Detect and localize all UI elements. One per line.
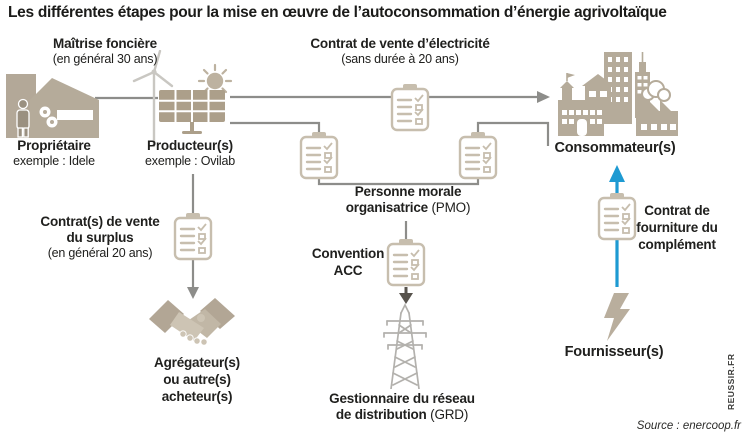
label-producteur: Producteur(s) (147, 138, 233, 153)
label-grd-1: Gestionnaire du réseau (329, 391, 475, 406)
label-pmo-2: organisatrice (PMO) (346, 200, 471, 215)
city-icon (558, 52, 678, 136)
link-producteur-pmo (230, 121, 321, 132)
label-convention-2: ACC (333, 263, 363, 278)
pmo-bracket (317, 179, 480, 186)
label-complement-2: fourniture du (636, 220, 718, 235)
arrow-right-icon (537, 91, 550, 103)
arrow-up-blue-icon (609, 165, 625, 182)
label-pmo-2-suffix: (PMO) (431, 200, 471, 215)
label-complement-1: Contrat de (644, 203, 710, 218)
label-grd-2-suffix: (GRD) (430, 407, 469, 422)
brand-reussir: REUSSIR.FR (726, 353, 736, 410)
label-convention-1: Convention (311, 246, 385, 261)
page-title: Les différentes étapes pour la mise en œ… (8, 4, 667, 21)
contract-clipboard-icon (597, 193, 637, 241)
contract-clipboard-icon (299, 132, 339, 180)
label-agregateur-2: ou autre(s) (163, 372, 231, 387)
arrow-down-icon (187, 287, 199, 299)
contract-clipboard-icon (173, 213, 213, 261)
label-pmo-1: Personne morale (354, 184, 462, 199)
label-agregateur-1: Agrégateur(s) (154, 355, 240, 370)
contract-clipboard-icon (390, 84, 430, 132)
label-contrat-surplus-2: du surplus (66, 230, 134, 245)
contract-clipboard-icon (386, 239, 426, 287)
contract-clipboard-icon (458, 132, 498, 180)
lightning-icon (604, 293, 630, 341)
label-maitrise-duration: (en général 30 ans) (52, 52, 158, 66)
link-consommateur-pmo (476, 121, 550, 146)
label-agregateur-3: acheteur(s) (161, 389, 233, 404)
label-producteur-example: exemple : Ovilab (145, 154, 235, 168)
cloud-icon (641, 80, 671, 102)
label-maitrise-fonciere: Maîtrise foncière (53, 36, 157, 51)
label-grd-2: de distribution (GRD) (335, 407, 469, 422)
label-consommateur: Consommateur(s) (554, 140, 676, 156)
label-contrat-surplus-duration: (en général 20 ans) (47, 246, 153, 260)
label-complement-3: complément (638, 237, 716, 252)
label-fournisseur: Fournisseur(s) (564, 344, 664, 360)
source-credit: Source : enercoop.fr (636, 420, 741, 432)
label-proprietaire-example: exemple : Idele (13, 154, 95, 168)
person-icon (16, 98, 30, 138)
label-pmo-2-bold: organisatrice (345, 200, 428, 215)
wind-turbine-icon (132, 50, 174, 148)
label-grd-2-bold: de distribution (335, 407, 427, 422)
label-contrat-electricite-duration: (sans durée à 20 ans) (341, 52, 459, 66)
farm-icon (6, 74, 99, 138)
solar-panel-icon (159, 90, 225, 134)
arrow-down-dark-icon (399, 293, 413, 304)
label-contrat-surplus-1: Contrat(s) de vente (40, 214, 160, 229)
pylon-icon (383, 303, 427, 389)
label-proprietaire: Propriétaire (17, 138, 91, 153)
handshake-icon (149, 298, 235, 346)
label-contrat-electricite: Contrat de vente d’électricité (310, 36, 490, 51)
